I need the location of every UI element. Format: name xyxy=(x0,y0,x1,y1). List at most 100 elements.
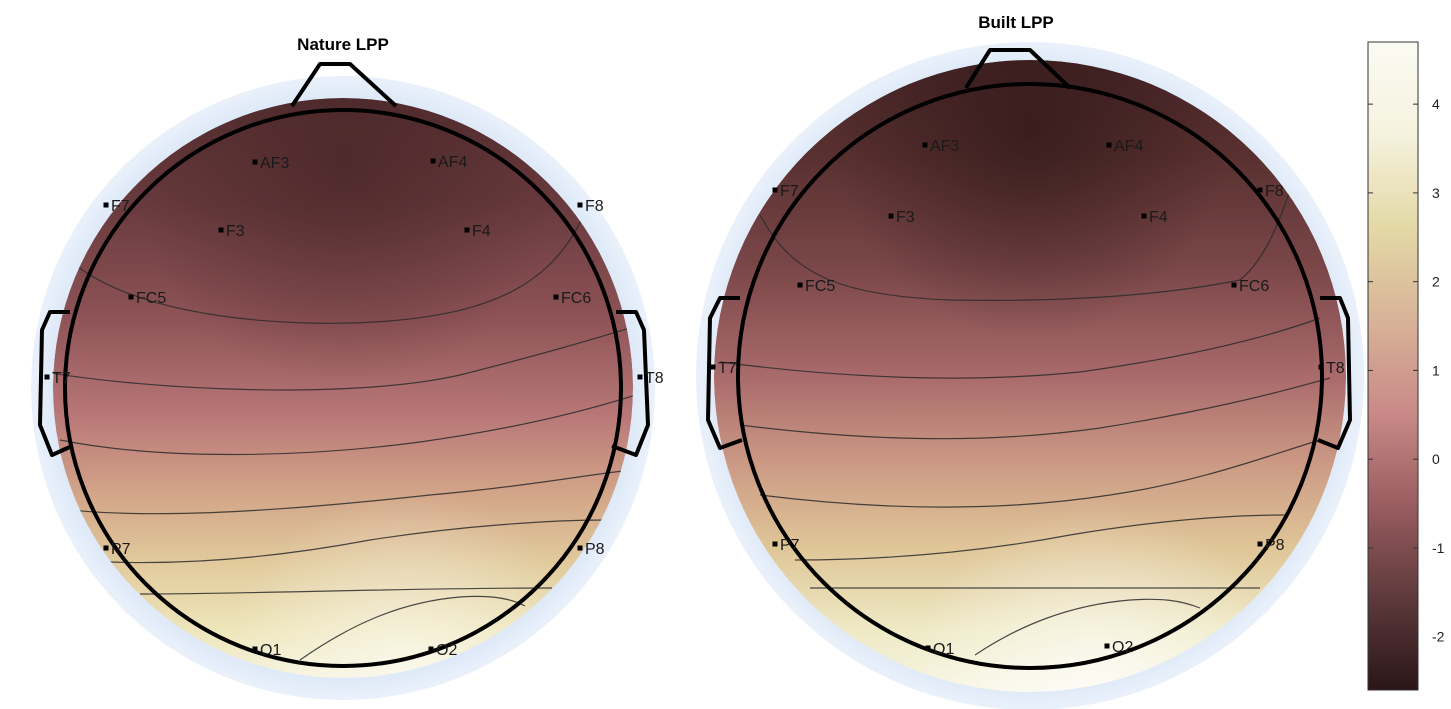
electrode-marker xyxy=(772,541,778,547)
electrode-af4: AF4 xyxy=(1106,138,1143,155)
electrode-marker xyxy=(103,545,109,551)
electrode-fc6: FC6 xyxy=(553,290,591,307)
electrode-label: O1 xyxy=(933,641,954,658)
electrode-p8: P8 xyxy=(577,541,605,558)
electrode-marker xyxy=(252,159,258,165)
electrode-label: T7 xyxy=(718,360,737,377)
electrode-af3: AF3 xyxy=(252,155,289,172)
electrode-t7: T7 xyxy=(44,370,71,387)
electrode-marker xyxy=(710,364,716,370)
electrode-label: P7 xyxy=(111,541,131,558)
electrode-label: F3 xyxy=(226,223,245,240)
electrode-label: P8 xyxy=(585,541,605,558)
electrode-marker xyxy=(577,202,583,208)
contour-lines xyxy=(719,189,1331,656)
electrode-o2: O2 xyxy=(428,642,457,659)
colorbar-tick-label: 2 xyxy=(1432,274,1440,290)
electrode-f8: F8 xyxy=(1257,183,1284,200)
right-ear xyxy=(1317,296,1352,450)
electrode-t7: T7 xyxy=(710,360,737,377)
electrode-marker xyxy=(1141,213,1147,219)
electrode-label: T8 xyxy=(1326,360,1345,377)
electrode-o2: O2 xyxy=(1104,639,1133,656)
electrode-label: F8 xyxy=(585,198,604,215)
electrode-f7: F7 xyxy=(103,198,130,215)
head-outline xyxy=(63,108,623,668)
electrode-label: F3 xyxy=(896,209,915,226)
left-ear xyxy=(38,310,73,457)
electrode-f3: F3 xyxy=(218,223,245,240)
electrode-label: F8 xyxy=(1265,183,1284,200)
electrode-marker xyxy=(772,187,778,193)
colorbar-tick-label: 3 xyxy=(1432,185,1440,201)
electrode-marker xyxy=(888,213,894,219)
electrode-label: T7 xyxy=(52,370,71,387)
electrode-t8: T8 xyxy=(637,370,664,387)
electrode-label: FC6 xyxy=(1239,278,1269,295)
right-ear xyxy=(611,310,650,457)
electrode-marker xyxy=(1257,541,1263,547)
electrode-p7: P7 xyxy=(772,537,800,554)
electrode-t8: T8 xyxy=(1318,360,1345,377)
electrode-label: AF4 xyxy=(1114,138,1143,155)
electrode-label: AF4 xyxy=(438,154,467,171)
electrode-f4: F4 xyxy=(464,223,491,240)
electrode-label: T8 xyxy=(645,370,664,387)
colorbar-tick-label: 1 xyxy=(1432,362,1440,378)
electrode-label: F7 xyxy=(780,183,799,200)
map-title: Built LPP xyxy=(978,13,1054,32)
electrode-fc5: FC5 xyxy=(797,278,835,295)
electrode-label: O1 xyxy=(260,642,281,659)
electrode-marker xyxy=(1318,364,1324,370)
electrode-marker xyxy=(430,158,436,164)
electrode-label: F4 xyxy=(472,223,491,240)
colorbar: 4 3 2 1 0 -1 -2 xyxy=(1367,41,1445,691)
electrode-marker xyxy=(428,646,434,652)
electrode-label: O2 xyxy=(1112,639,1133,656)
electrode-fc5: FC5 xyxy=(128,290,166,307)
electrode-f4: F4 xyxy=(1141,209,1168,226)
electrode-marker xyxy=(553,294,559,300)
electrode-f3: F3 xyxy=(888,209,915,226)
electrode-marker xyxy=(577,545,583,551)
electrode-marker xyxy=(44,374,50,380)
electrode-af4: AF4 xyxy=(430,154,467,171)
electrode-f7: F7 xyxy=(772,183,799,200)
electrode-marker xyxy=(1106,142,1112,148)
electrode-label: F4 xyxy=(1149,209,1168,226)
nose xyxy=(290,62,398,108)
electrode-marker xyxy=(922,142,928,148)
electrode-af3: AF3 xyxy=(922,138,959,155)
nose xyxy=(964,48,1072,90)
electrode-label: FC6 xyxy=(561,290,591,307)
electrode-marker xyxy=(252,646,258,652)
colorbar-tick-label: 0 xyxy=(1432,451,1440,467)
electrode-o1: O1 xyxy=(925,641,954,658)
electrode-marker xyxy=(637,374,643,380)
electrode-p8: P8 xyxy=(1257,537,1285,554)
electrode-marker xyxy=(128,294,134,300)
map-title: Nature LPP xyxy=(297,35,389,54)
electrode-marker xyxy=(1104,643,1110,649)
electrode-label: F7 xyxy=(111,198,130,215)
left-ear xyxy=(706,296,743,450)
contour-lines xyxy=(53,199,633,661)
electrode-label: AF3 xyxy=(930,138,959,155)
electrode-marker xyxy=(797,282,803,288)
colorbar-tick-label: -2 xyxy=(1432,629,1445,645)
electrode-label: AF3 xyxy=(260,155,289,172)
colorbar-ticks: 4 3 2 1 0 -1 -2 xyxy=(1368,96,1445,645)
electrode-marker xyxy=(1231,282,1237,288)
electrode-label: FC5 xyxy=(805,278,835,295)
electrode-marker xyxy=(218,227,224,233)
electrode-marker xyxy=(1257,187,1263,193)
colorbar-tick-label: 4 xyxy=(1432,96,1440,112)
electrode-marker xyxy=(103,202,109,208)
colorbar-tick-label: -1 xyxy=(1432,540,1445,556)
electrode-marker xyxy=(464,227,470,233)
